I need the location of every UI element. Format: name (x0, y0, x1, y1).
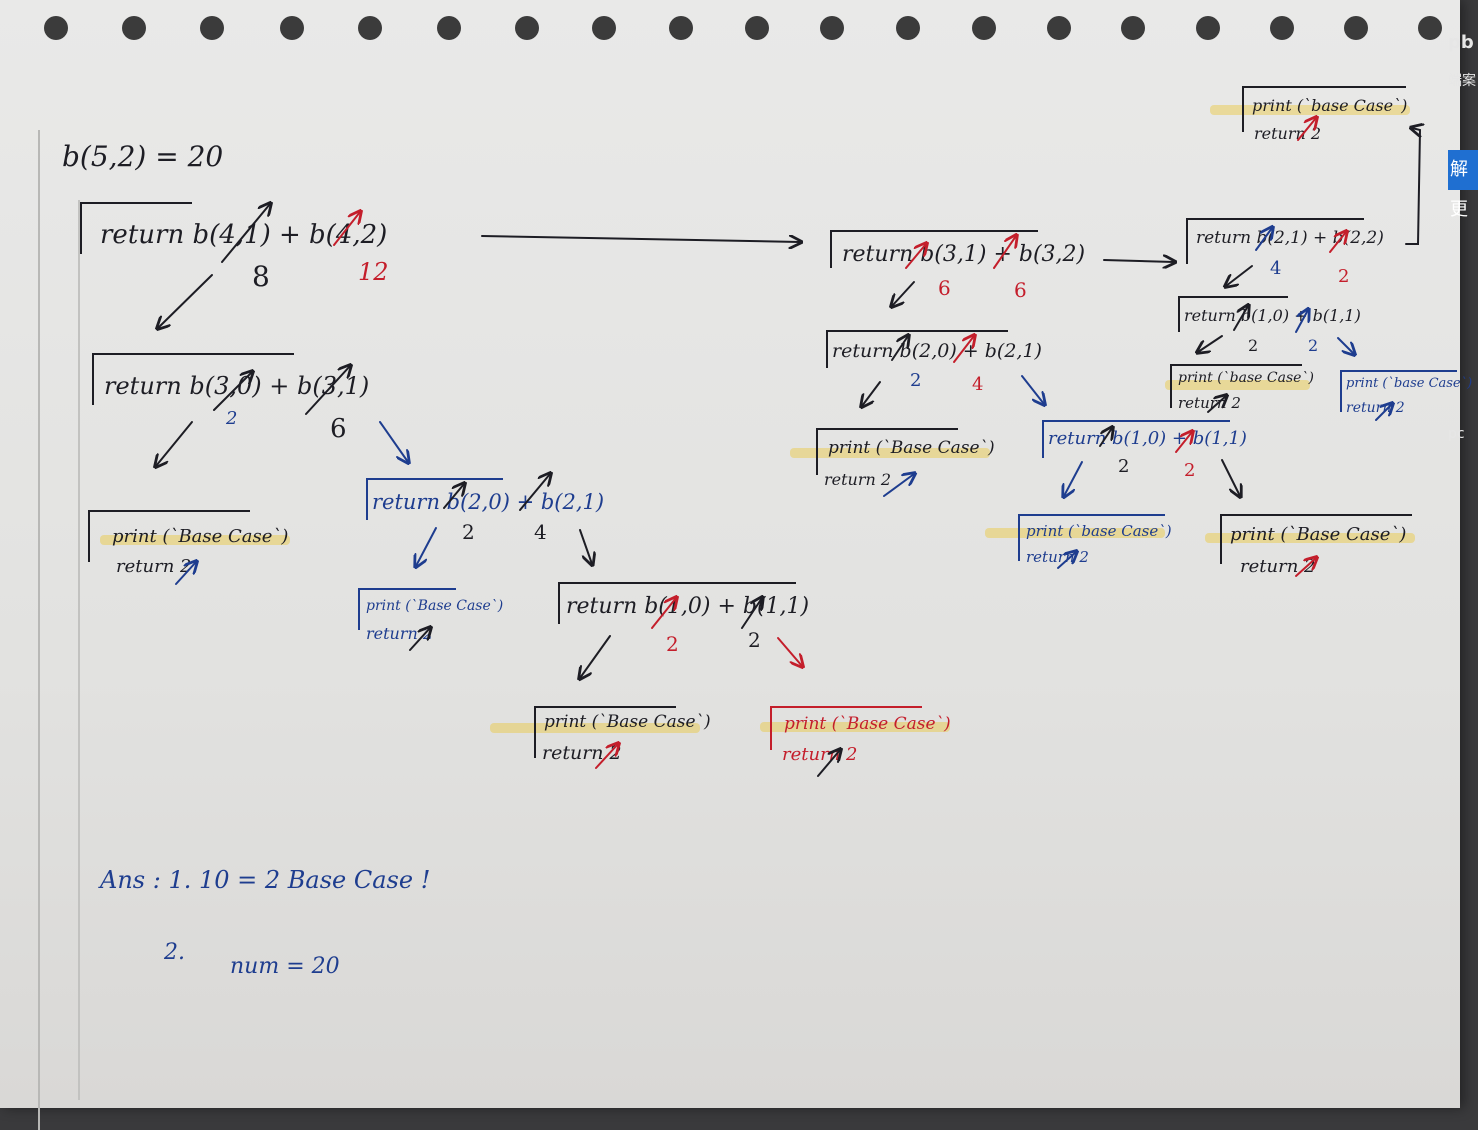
call-b42-text: return b(3,1) + b(3,2) (842, 242, 1086, 267)
base-case-box (88, 510, 250, 562)
base-case-box (816, 428, 958, 475)
base-case-return: return 2 (542, 742, 622, 764)
base-case-box (534, 706, 676, 758)
base-case-box (1018, 514, 1165, 561)
call-b32-right-value: 2 (1338, 266, 1350, 287)
call-box (558, 582, 796, 624)
call-b21c-text: return b(1,0) + b(1,1) (1184, 306, 1361, 325)
call-box (80, 202, 192, 254)
call-b31-left-value: 2 (462, 520, 475, 544)
binder-hole (515, 16, 539, 40)
binder-hole (669, 16, 693, 40)
binder-hole (280, 16, 304, 40)
call-box (92, 353, 294, 405)
equation-header: b(5,2) = 20 (62, 140, 223, 173)
call-b31-text: return b(2,0) + b(2,1) (372, 490, 605, 514)
background-screen-glyph: 端案 (1448, 73, 1476, 89)
margin-line (38, 130, 40, 1130)
call-box (830, 230, 1038, 268)
binder-hole (1196, 16, 1220, 40)
binder-hole (1344, 16, 1368, 40)
call-tree-arrows (0, 0, 1460, 777)
binder-hole (1121, 16, 1145, 40)
base-case-box (1242, 86, 1406, 132)
call-b31b-right-value: 4 (972, 374, 984, 395)
binder-hole (820, 16, 844, 40)
base-case-box (358, 588, 456, 630)
base-case-print: print (`base Case`) (1026, 522, 1172, 540)
call-b42-right-value: 6 (1014, 278, 1027, 302)
base-case-return: return 2 (824, 470, 892, 489)
binder-hole (1047, 16, 1071, 40)
base-case-return: return 2 (366, 624, 434, 643)
highlight-mark (490, 723, 700, 733)
base-case-box (1340, 370, 1457, 412)
call-b21b-left-value: 2 (1118, 456, 1130, 477)
highlight-mark (985, 528, 1165, 538)
highlight-mark (760, 722, 950, 732)
call-box (366, 478, 503, 520)
binder-hole (358, 16, 382, 40)
base-case-print: print (`base Case`) (1178, 370, 1314, 386)
background-screen-button: 解更 (1448, 150, 1478, 220)
highlight-mark (100, 535, 290, 545)
call-box (826, 330, 1008, 368)
base-case-box (1220, 514, 1412, 564)
binder-hole (972, 16, 996, 40)
base-case-print: print (`Base Case`) (828, 438, 995, 458)
call-b31b-left-value: 2 (910, 370, 922, 391)
call-root-right-value: 12 (358, 258, 389, 286)
base-case-print: print (`Base Case`) (1230, 524, 1407, 545)
answer-line-2-number: 2. (164, 940, 185, 965)
call-b31-right-value: 4 (534, 520, 547, 544)
base-case-print: print (`base Case`) (1252, 96, 1408, 115)
call-b21c-left-value: 2 (1248, 336, 1259, 355)
margin-line (78, 200, 80, 1100)
binder-hole (122, 16, 146, 40)
highlight-mark (1210, 105, 1410, 115)
binder-hole (1270, 16, 1294, 40)
highlight-mark (790, 448, 990, 458)
base-case-print: print (`Base Case`) (366, 598, 504, 614)
binder-hole (1418, 16, 1442, 40)
binder-hole (745, 16, 769, 40)
binder-hole (437, 16, 461, 40)
base-case-box (1170, 364, 1302, 408)
call-b41-right-value: 6 (330, 414, 347, 444)
call-b21b-right-value: 2 (1184, 460, 1196, 481)
binder-hole (592, 16, 616, 40)
call-b21-left-value: 2 (666, 632, 679, 656)
call-b21b-text: return b(1,0) + b(1,1) (1048, 428, 1247, 449)
call-b21c-right-value: 2 (1308, 336, 1319, 355)
base-case-return: return 2 (116, 556, 192, 577)
background-screen-glyph: F (1448, 244, 1459, 265)
call-box (1186, 218, 1364, 264)
equation-text: b(5,2) = 20 (62, 140, 224, 173)
answer-line-2: num = 20 (230, 954, 340, 979)
answer-line-1: Ans : 1. 10 = 2 Base Case ! (100, 866, 431, 894)
base-case-print: print (`base Case`) (1346, 376, 1473, 391)
background-screen-glyph: pb (1448, 32, 1474, 53)
highlight-mark (1205, 533, 1415, 543)
base-case-print: print (`Base Case`) (784, 714, 951, 734)
call-root-left-value: 8 (252, 260, 270, 293)
binder-hole (44, 16, 68, 40)
base-case-print: print (`Base Case`) (112, 526, 289, 547)
call-b32-left-value: 4 (1270, 258, 1282, 279)
call-b21-text: return b(1,0) + b(1,1) (566, 594, 810, 619)
call-box (1178, 296, 1288, 332)
binder-hole (200, 16, 224, 40)
binder-hole (896, 16, 920, 40)
call-box (1042, 420, 1230, 458)
base-case-print: print (`Base Case`) (544, 712, 711, 732)
highlight-mark (1165, 380, 1310, 390)
call-b31b-text: return b(2,0) + b(2,1) (832, 340, 1042, 362)
base-case-box (770, 706, 922, 750)
background-screen-glyph: pc (1448, 426, 1465, 442)
call-b42-left-value: 6 (938, 276, 951, 300)
base-case-return: return 2 (1240, 556, 1316, 577)
call-b21-right-value: 2 (748, 628, 761, 652)
call-b41-left-value: 2 (226, 408, 238, 429)
